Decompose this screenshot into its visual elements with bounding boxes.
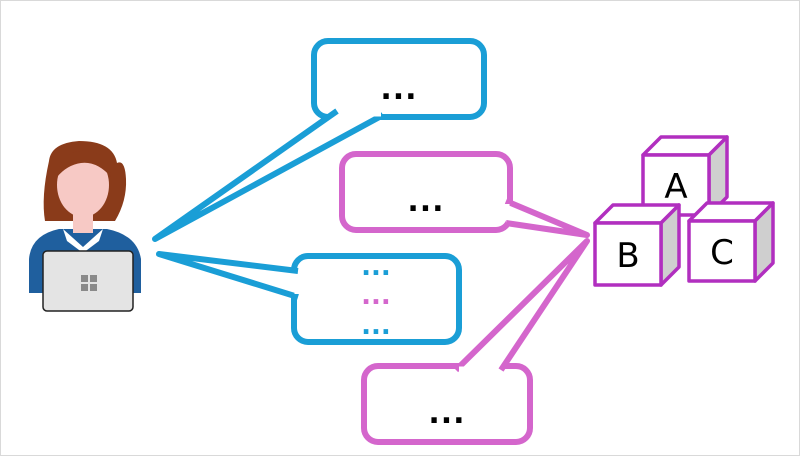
multi-bubble-line2: ... bbox=[361, 281, 391, 311]
block-b-letter: B bbox=[616, 236, 639, 276]
model-bubble-bottom-text: ... bbox=[428, 396, 465, 431]
block-c: C bbox=[687, 201, 775, 283]
multi-bubble-line3: ... bbox=[361, 311, 391, 341]
user-bubble-top-text: ... bbox=[380, 72, 417, 107]
block-b: B bbox=[593, 203, 681, 287]
multi-bubble-line1: ... bbox=[361, 252, 391, 282]
abc-blocks-icon: A C B bbox=[593, 135, 775, 287]
person-with-laptop-icon bbox=[29, 141, 141, 312]
model-bubble-bottom: ... bbox=[361, 238, 590, 445]
user-bubble-top: ... bbox=[152, 38, 487, 242]
windows-logo-icon bbox=[81, 275, 97, 291]
block-c-letter: C bbox=[710, 233, 734, 273]
block-a-letter: A bbox=[664, 167, 687, 207]
user-bubble-multi: ... ... ... bbox=[156, 251, 462, 345]
model-bubble-middle: ... bbox=[339, 151, 590, 238]
model-bubble-middle-text: ... bbox=[407, 184, 444, 219]
